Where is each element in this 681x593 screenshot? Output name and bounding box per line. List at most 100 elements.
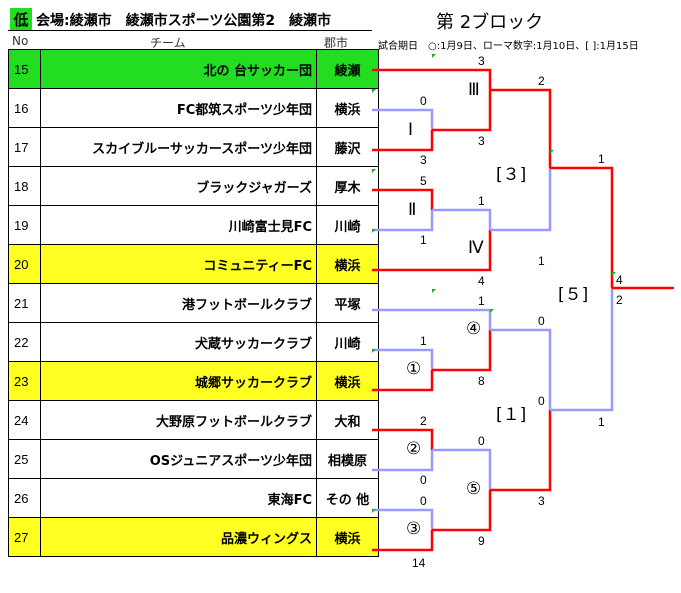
team-name: 北の 台サッカー団 (40, 49, 317, 89)
line-team27 (372, 530, 434, 552)
line-team22 (372, 348, 434, 370)
match-label-c5: ⑤ (466, 479, 482, 499)
team-name: 品濃ウィングス (40, 517, 317, 557)
score: 3 (478, 54, 485, 68)
line-team26 (372, 508, 434, 530)
match-label-c2: ② (406, 439, 422, 459)
venue-title: 会場:綾瀬市 綾瀬市スポーツ公園第2 綾瀬市 (36, 13, 332, 29)
score: 1 (420, 334, 427, 348)
team-city: 相模原 (316, 439, 379, 479)
team-city: 厚木 (316, 166, 379, 206)
team-city: 川崎 (316, 205, 379, 245)
col-header-team: チーム (150, 36, 186, 50)
team-name: 東海FC (40, 478, 317, 518)
team-city: 横浜 (316, 244, 379, 284)
line-team23 (372, 370, 434, 392)
match-label-b1: [１] (496, 405, 527, 425)
line-winner-1 (432, 330, 492, 372)
score: 1 (598, 415, 605, 429)
score: 1 (478, 294, 485, 308)
line-winner-I (432, 90, 492, 132)
team-city: 綾瀬 (316, 49, 379, 89)
team-number: 18 (8, 166, 41, 206)
match-label-c1: ① (406, 359, 422, 379)
score: 5 (420, 174, 427, 188)
line-winner-b3 (550, 166, 614, 288)
team-name: 港フットボールクラブ (40, 283, 317, 323)
match-label-b5: [５] (558, 285, 589, 305)
team-number: 21 (8, 283, 41, 323)
score: 9 (478, 534, 485, 548)
line-team24 (372, 428, 434, 450)
header-rule (8, 30, 372, 31)
division-badge: 低 (10, 8, 32, 30)
score: 2 (616, 293, 623, 307)
line-team19 (372, 210, 434, 232)
score: 0 (420, 494, 427, 508)
team-name: 城郷サッカークラブ (40, 361, 317, 401)
line-winner-IV (490, 168, 552, 232)
line-team18 (372, 188, 434, 210)
line-team15 (372, 68, 492, 90)
score: 3 (478, 134, 485, 148)
line-winner-4 (490, 328, 552, 410)
line-winner-2 (432, 448, 492, 490)
score: 0 (538, 394, 545, 408)
score: 3 (538, 494, 545, 508)
line-winner-3 (432, 490, 492, 532)
score: 0 (420, 94, 427, 108)
match-label-b3: [３] (496, 165, 527, 185)
team-number: 24 (8, 400, 41, 440)
team-number: 17 (8, 127, 41, 167)
line-team16 (372, 108, 434, 130)
score: 4 (478, 274, 485, 288)
score: 1 (478, 194, 485, 208)
score: 2 (420, 414, 427, 428)
line-team17 (372, 130, 434, 152)
match-label-c4: ④ (466, 319, 482, 339)
team-number: 26 (8, 478, 41, 518)
col-header-city: 郡市 (324, 36, 349, 50)
match-label-c3: ③ (406, 519, 422, 539)
score: 1 (538, 254, 545, 268)
score: 1 (420, 233, 427, 247)
team-number: 20 (8, 244, 41, 284)
match-label-I: Ⅰ (408, 120, 414, 140)
line-winner-5 (490, 410, 552, 492)
line-team20 (372, 230, 492, 272)
score: 1 (598, 152, 605, 166)
score: 4 (616, 273, 623, 287)
score: 0 (478, 434, 485, 448)
schedule-note: 試合期日 ○:1月9日、ローマ数字:1月10日、[ ]:1月15日 (378, 41, 639, 52)
block-title: 第 2ブロック (436, 12, 544, 33)
line-winner-III (490, 88, 552, 168)
team-name: OSジュニアスポーツ少年団 (40, 439, 317, 479)
team-name: 川崎富士見FC (40, 205, 317, 245)
team-name: コミュニティーFC (40, 244, 317, 284)
score: 14 (412, 556, 426, 570)
team-city: 平塚 (316, 283, 379, 323)
score: 3 (420, 153, 427, 167)
line-team25 (372, 450, 434, 472)
team-city: その 他 (316, 478, 379, 518)
team-number: 27 (8, 517, 41, 557)
team-name: ブラックジャガーズ (40, 166, 317, 206)
team-number: 19 (8, 205, 41, 245)
team-name: FC都筑スポーツ少年団 (40, 88, 317, 128)
match-label-IV: Ⅳ (468, 238, 484, 258)
score: 0 (420, 473, 427, 487)
score: 0 (538, 314, 545, 328)
col-header-no: No (12, 34, 29, 48)
